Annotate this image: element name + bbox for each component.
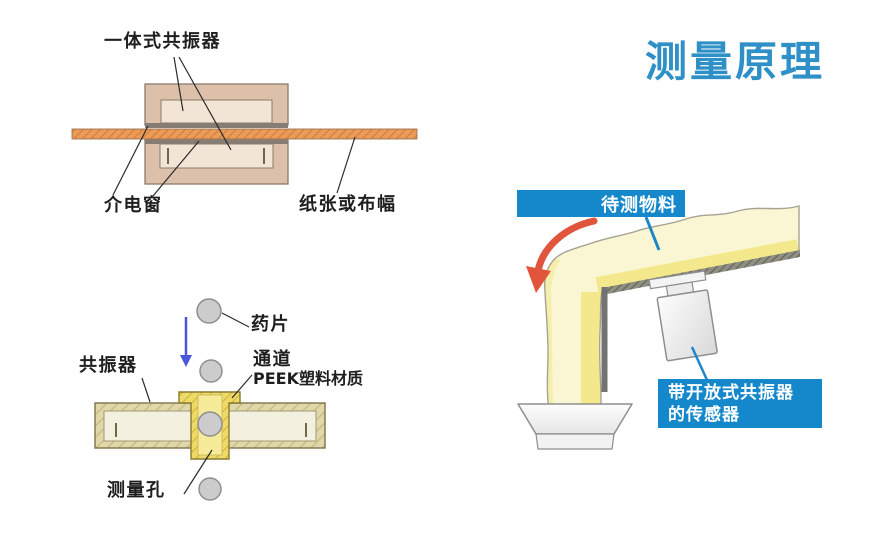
tablet: [196, 298, 222, 324]
page-title: 测量原理: [645, 37, 826, 86]
tablet: [198, 477, 222, 501]
tablet: [199, 359, 223, 383]
sensor-pointer-line: [690, 346, 709, 381]
material-outline: [543, 205, 800, 411]
flow-direction-arrow-icon: [526, 217, 598, 293]
paper-web-band: [71, 128, 418, 140]
tablet-in-channel: [197, 411, 223, 437]
label-sensor-line2: 的传感器: [668, 404, 740, 425]
upper-dielectric-window: [145, 123, 288, 128]
web-resonator-diagram: [71, 56, 418, 197]
leader-lines-tablet: [141, 312, 253, 495]
label-paper-web: 纸张或布幅: [299, 194, 397, 215]
label-box-material: 待测物料: [517, 190, 685, 217]
lower-cavity: [159, 143, 274, 169]
label-channel-line1: 通道: [253, 349, 292, 370]
label-channel-line2: PEEK塑料材质: [253, 368, 363, 388]
label-tablet: 药片: [251, 314, 290, 335]
sensor-chute-diagram: [517, 205, 800, 450]
label-measuring-hole: 测量孔: [107, 480, 166, 501]
tablet-resonator-diagram: [94, 298, 326, 501]
sensor-body: [656, 289, 718, 362]
lower-dielectric-window: [145, 140, 288, 144]
upper-cavity: [160, 99, 273, 124]
label-box-sensor: 带开放式共振器 的传感器: [658, 379, 822, 428]
label-sensor-line1: 带开放式共振器: [668, 382, 794, 403]
label-integrated-resonator: 一体式共振器: [104, 31, 221, 52]
chute-wall: [601, 287, 608, 392]
label-sensor-text: 带开放式共振器 的传感器: [668, 382, 794, 426]
label-channel: 通道 PEEK塑料材质: [253, 350, 363, 387]
funnel: [517, 403, 633, 435]
material-pointer-line: [644, 216, 661, 251]
falling-direction-arrow-icon: [180, 317, 192, 367]
funnel-outlet: [535, 433, 615, 450]
label-dielectric-window: 介电窗: [104, 195, 163, 216]
label-material: 待测物料: [601, 194, 677, 216]
leader-lines-web: [112, 56, 356, 197]
label-resonator: 共振器: [79, 355, 138, 376]
open-resonator-sensor: [648, 270, 718, 362]
